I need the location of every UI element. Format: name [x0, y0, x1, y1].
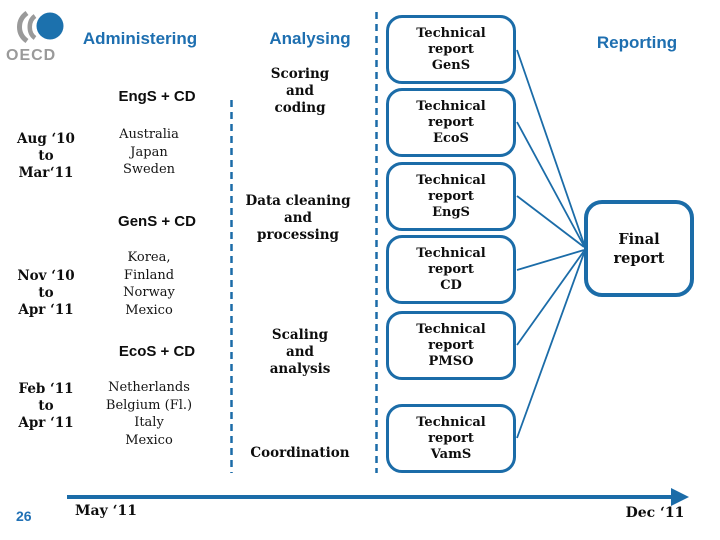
- oecd-logo: OECD: [6, 8, 72, 66]
- logo-arc-inner: [27, 14, 37, 40]
- date-range-1: Aug ‘10 to Mar‘11: [17, 131, 75, 181]
- connector-line-engs: [516, 195, 585, 248]
- date-range-3: Feb ‘11 to Apr ‘11: [18, 381, 74, 431]
- test-name-ecos-cd: EcoS + CD: [118, 343, 196, 360]
- connector-line-gens: [516, 49, 585, 245]
- phase-data-cleaning: Data cleaning and processing: [245, 193, 351, 243]
- test-name-gens-cd: GenS + CD: [118, 213, 196, 230]
- final-report-box: Final report: [584, 200, 694, 297]
- logo-text: OECD: [6, 47, 57, 64]
- tech-report-label: Technical report CD: [416, 245, 486, 293]
- logo-circle-icon: [36, 12, 64, 40]
- header-analysing: Analysing: [269, 29, 351, 48]
- connector-line-pmso: [516, 250, 585, 346]
- header-administering: Administering: [82, 29, 198, 48]
- tech-report-label: Technical report EcoS: [416, 98, 486, 146]
- timeline-arrowhead-icon: [671, 488, 689, 506]
- country-list-2: Korea, Finland Norway Mexico: [123, 250, 175, 318]
- tech-report-label: Technical report EngS: [416, 172, 486, 220]
- timeline-end-label: Dec ‘11: [625, 505, 685, 521]
- timeline-start-label: May ‘11: [75, 503, 137, 519]
- tech-report-box-vams: Technical report VamS: [386, 404, 516, 473]
- test-name-engs-cd: EngS + CD: [118, 88, 196, 105]
- page-number: 26: [16, 508, 32, 524]
- phase-coordination: Coordination: [250, 445, 350, 461]
- oecd-logo-mark: [17, 10, 64, 44]
- tech-report-box-engs: Technical report EngS: [386, 162, 516, 231]
- header-reporting: Reporting: [596, 33, 678, 52]
- final-report-label: Final report: [613, 230, 665, 267]
- connector-line-vams: [516, 252, 585, 439]
- date-range-2: Nov ‘10 to Apr ‘11: [17, 268, 75, 318]
- tech-report-box-ecos: Technical report EcoS: [386, 88, 516, 157]
- phase-scoring-coding: Scoring and coding: [270, 66, 330, 116]
- logo-arc-outer: [17, 10, 29, 44]
- country-list-1: Australia Japan Sweden: [119, 127, 179, 177]
- tech-report-box-pmso: Technical report PMSO: [386, 311, 516, 380]
- tech-report-box-cd: Technical report CD: [386, 235, 516, 304]
- tech-report-box-gens: Technical report GenS: [386, 15, 516, 84]
- connector-line-cd: [516, 249, 585, 271]
- tech-report-label: Technical report VamS: [416, 414, 486, 462]
- phase-scaling-analysis: Scaling and analysis: [269, 327, 331, 377]
- tech-report-label: Technical report PMSO: [416, 321, 486, 369]
- country-list-3: Netherlands Belgium (Fl.) Italy Mexico: [105, 380, 193, 448]
- connector-line-ecos: [516, 121, 585, 247]
- tech-report-label: Technical report GenS: [416, 25, 486, 73]
